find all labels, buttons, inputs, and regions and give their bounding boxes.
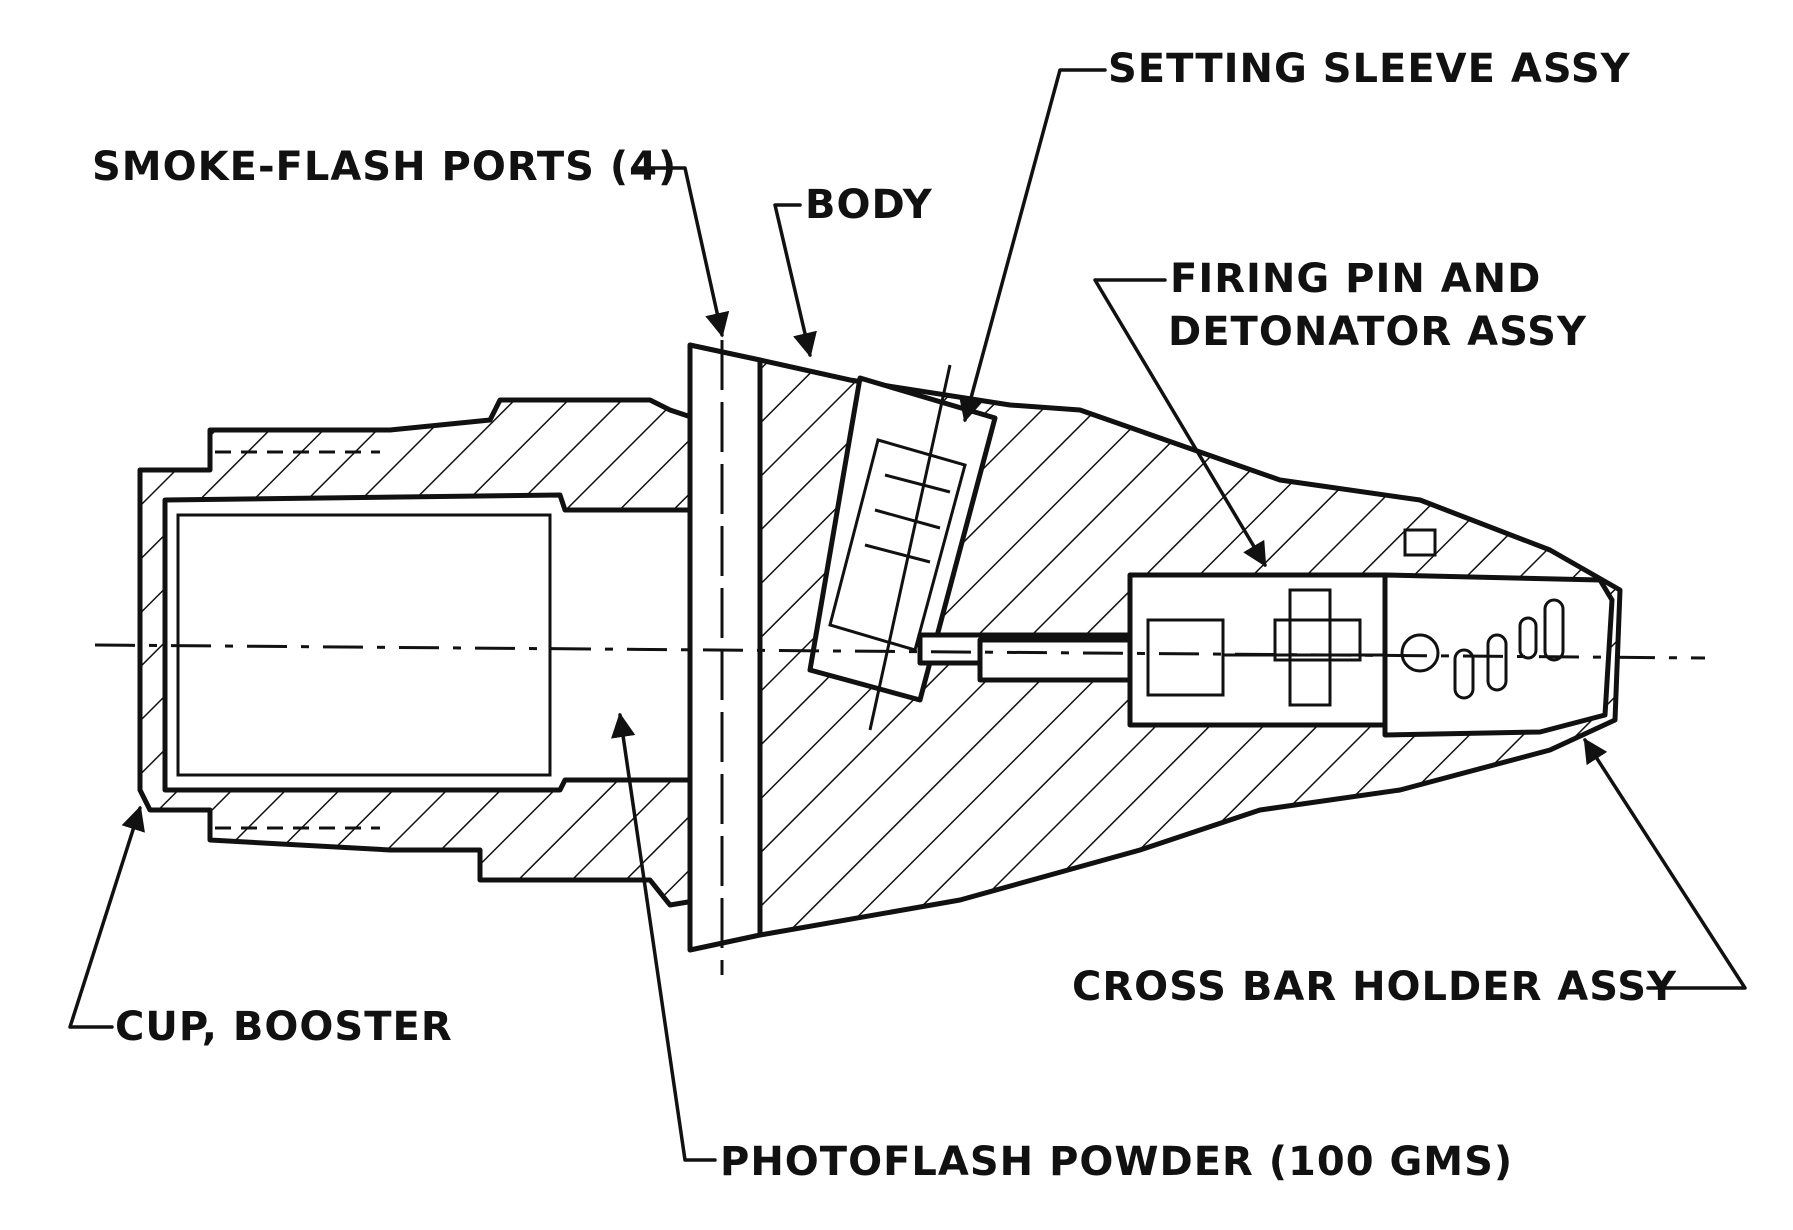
label-photoflash-powder: PHOTOFLASH POWDER (100 GMS) — [720, 1139, 1513, 1185]
firing-pin-detonator-assembly — [1127, 572, 1388, 728]
label-firing-pin-line2: DETONATOR ASSY — [1168, 309, 1587, 355]
label-setting-sleeve-assy: SETTING SLEEVE ASSY — [1108, 46, 1631, 92]
label-body: BODY — [805, 182, 933, 228]
diagram-labels: SETTING SLEEVE ASSY SMOKE-FLASH PORTS (4… — [92, 46, 1677, 1185]
label-cross-bar-holder-assy: CROSS BAR HOLDER ASSY — [1072, 964, 1677, 1010]
leader-lines — [68, 68, 1747, 1162]
central-bore — [917, 632, 1143, 683]
label-firing-pin-line1: FIRING PIN AND — [1170, 256, 1541, 302]
booster-cup — [137, 397, 703, 908]
smoke-flash-port-plate — [687, 340, 763, 975]
label-smoke-flash-ports: SMOKE-FLASH PORTS (4) — [92, 144, 677, 190]
setting-sleeve-assembly — [807, 364, 998, 731]
label-cup-booster: CUP, BOOSTER — [115, 1004, 453, 1050]
